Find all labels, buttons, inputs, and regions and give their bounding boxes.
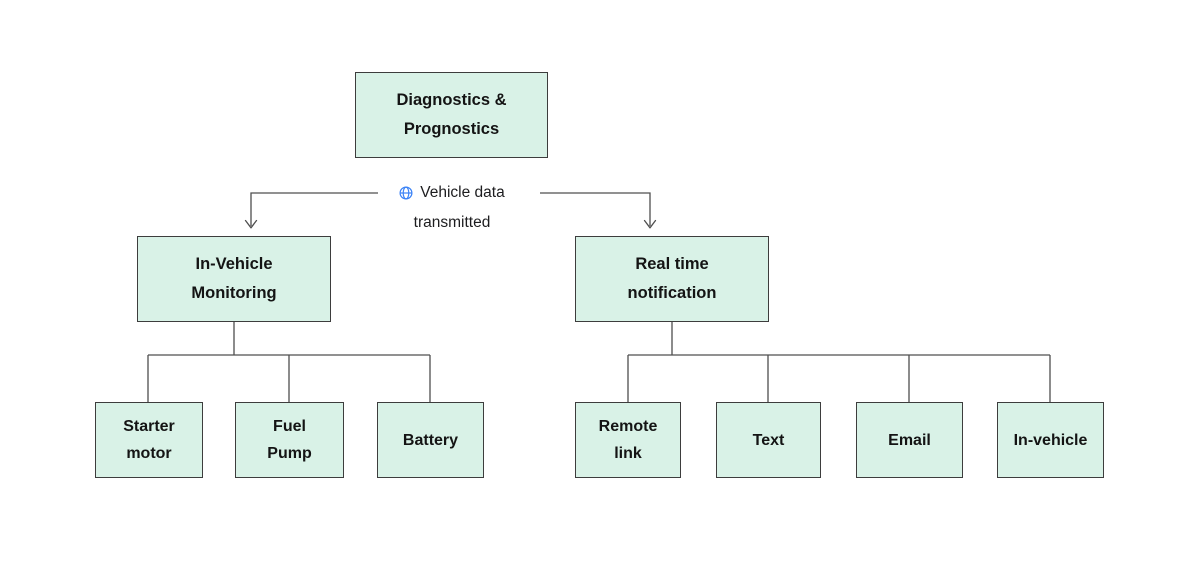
node-real-time-notification: Real time notification: [575, 236, 769, 322]
globe-icon: [399, 186, 413, 200]
edge-label-vehicle-data: Vehicle data transmitted: [366, 181, 538, 235]
node-label-line: link: [614, 445, 642, 462]
connector-root-to-right: [540, 192, 651, 226]
node-diagnostics-prognostics: Diagnostics & Prognostics: [355, 72, 548, 158]
node-label-line: In-vehicle: [1013, 431, 1088, 449]
node-label-line: Monitoring: [191, 284, 277, 302]
node-label-line: notification: [627, 284, 717, 302]
node-label-line: Diagnostics &: [396, 91, 507, 109]
node-label-line: Battery: [402, 431, 459, 449]
edge-label-text: Vehicle data: [420, 184, 505, 201]
node-fuel-pump: Fuel Pump: [235, 402, 344, 478]
node-label-line: motor: [126, 445, 172, 462]
node-label-line: Remote: [598, 418, 658, 435]
node-label-line: Real time: [635, 255, 709, 273]
node-battery: Battery: [377, 402, 484, 478]
node-in-vehicle: In-vehicle: [997, 402, 1104, 478]
edge-label-text: transmitted: [413, 214, 491, 231]
node-label-line: Fuel: [273, 418, 306, 435]
arrow-down-left-icon: [244, 219, 258, 229]
node-text: Text: [716, 402, 821, 478]
connector-right-subtree: [627, 322, 1051, 402]
node-label-line: Prognostics: [403, 120, 500, 138]
arrow-down-right-icon: [643, 219, 657, 229]
connector-root-to-left: [250, 192, 378, 226]
node-remote-link: Remote link: [575, 402, 681, 478]
connector-left-subtree: [147, 322, 431, 402]
node-email: Email: [856, 402, 963, 478]
node-label-line: Starter: [123, 418, 175, 435]
node-label-line: Email: [888, 431, 931, 449]
node-label-line: Text: [752, 431, 785, 449]
node-in-vehicle-monitoring: In-Vehicle Monitoring: [137, 236, 331, 322]
node-label-line: In-Vehicle: [195, 255, 273, 273]
node-label-line: Pump: [267, 445, 312, 462]
node-starter-motor: Starter motor: [95, 402, 203, 478]
